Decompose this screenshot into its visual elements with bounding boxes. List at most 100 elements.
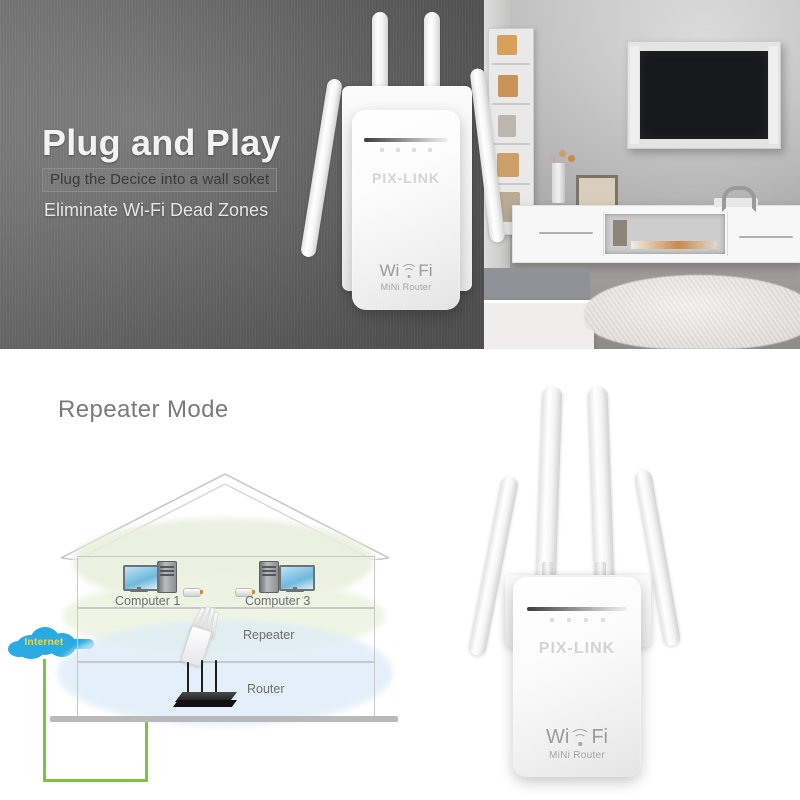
console-open-shelf bbox=[605, 214, 725, 254]
wifi-signal-icon bbox=[570, 729, 591, 747]
shelf-decor-item bbox=[498, 115, 516, 137]
signal-area-ground bbox=[57, 620, 393, 726]
wifi-text-right: Fi bbox=[418, 261, 433, 280]
led-indicators bbox=[543, 618, 611, 622]
pc-monitor-stand bbox=[286, 590, 304, 592]
pc-monitor-stand bbox=[130, 590, 148, 592]
led-dot bbox=[566, 618, 571, 622]
subtitle-box: Plug the Decice into a wall soket bbox=[42, 168, 278, 192]
device-body: PIX-LINK Wi Fi MiNi Router bbox=[513, 577, 641, 777]
pc-monitor-neck bbox=[137, 587, 141, 590]
ground-base-line bbox=[50, 716, 398, 722]
brand-label: PIX-LINK bbox=[372, 170, 440, 186]
router-top-shell bbox=[175, 692, 237, 702]
led-slot bbox=[527, 607, 627, 611]
wifi-logo-row: Wi Fi bbox=[352, 262, 460, 279]
pc-tower bbox=[157, 561, 177, 593]
middle-floor bbox=[77, 607, 375, 663]
subtitle-text: Plug the Decice into a wall soket bbox=[50, 171, 270, 188]
router-antenna bbox=[187, 662, 189, 694]
attic-floor bbox=[77, 556, 375, 609]
led-dot bbox=[583, 618, 588, 622]
shelf-decor-item bbox=[498, 75, 518, 97]
router-base bbox=[173, 700, 237, 707]
tv-frame-right bbox=[769, 46, 778, 144]
wifi-repeater-device-top: PIX-LINK Wi Fi MiNi Router bbox=[300, 10, 510, 330]
device-body: PIX-LINK Wi Fi MiNi Router bbox=[352, 110, 460, 310]
pc-monitor bbox=[123, 565, 159, 591]
ethernet-cable-riser bbox=[145, 721, 148, 782]
wifi-signal-icon bbox=[400, 264, 418, 279]
bottom-panel: Repeater Mode Internet bbox=[0, 349, 800, 800]
router-antenna bbox=[201, 660, 203, 694]
coffee-table bbox=[484, 300, 594, 349]
usb-adapter-left bbox=[183, 588, 203, 597]
antenna-base-right bbox=[595, 562, 606, 578]
led-dot bbox=[600, 618, 605, 622]
model-label: MiNi Router bbox=[548, 750, 606, 761]
led-dot bbox=[412, 148, 416, 152]
brand-label: PIX-LINK bbox=[538, 640, 616, 657]
shag-rug bbox=[584, 275, 800, 349]
antenna-outer-left bbox=[300, 77, 343, 259]
flower-vase bbox=[552, 163, 565, 203]
computer-1-label: Computer 1 bbox=[115, 594, 181, 608]
wifi-repeater-device-bottom: PIX-LINK Wi Fi MiNi Router bbox=[465, 377, 695, 777]
flower bbox=[559, 150, 566, 157]
pc-screen bbox=[281, 567, 313, 589]
console-drawer-divider bbox=[727, 212, 728, 256]
router-device-icon bbox=[173, 660, 253, 710]
wifi-logo: Wi Fi MiNi Router bbox=[513, 727, 641, 761]
computer-3 bbox=[251, 560, 315, 593]
living-room-photo bbox=[484, 0, 800, 349]
wall-mounted-tv bbox=[627, 41, 781, 149]
tv-console bbox=[512, 205, 800, 263]
shelf-decor-item bbox=[497, 153, 519, 177]
house-diagram: Computer 1 Computer 3 bbox=[50, 470, 398, 730]
router-antenna bbox=[215, 660, 217, 694]
computer-3-label: Computer 3 bbox=[245, 594, 311, 608]
usb-adapter-right bbox=[235, 588, 255, 597]
wifi-logo-row: Wi Fi bbox=[513, 727, 641, 747]
page-title: Plug and Play bbox=[42, 122, 281, 163]
pc-monitor-neck bbox=[293, 587, 297, 590]
headphones bbox=[722, 186, 756, 212]
pc-tower bbox=[259, 561, 279, 593]
console-magazines bbox=[631, 241, 717, 249]
led-slot bbox=[364, 138, 448, 142]
led-dot bbox=[428, 148, 432, 152]
tv-screen bbox=[640, 51, 768, 139]
console-books bbox=[613, 220, 627, 246]
flower bbox=[568, 155, 575, 162]
wifi-text-left: Wi bbox=[546, 726, 570, 748]
console-drawer-divider bbox=[603, 212, 604, 256]
led-dot bbox=[380, 148, 384, 152]
tagline-text: Eliminate Wi-Fi Dead Zones bbox=[44, 200, 269, 220]
antenna-inner-right bbox=[587, 386, 615, 588]
wifi-logo: Wi Fi MiNi Router bbox=[352, 262, 460, 292]
led-dot bbox=[396, 148, 400, 152]
ethernet-cable-vertical bbox=[43, 659, 46, 782]
pc-monitor bbox=[279, 565, 315, 591]
wifi-dot bbox=[407, 275, 411, 278]
internet-label: Internet bbox=[24, 637, 64, 648]
computer-1 bbox=[121, 560, 185, 593]
antenna-inner-left bbox=[535, 386, 563, 588]
wifi-text-right: Fi bbox=[591, 726, 608, 748]
sofa bbox=[484, 268, 590, 304]
led-indicators bbox=[374, 148, 438, 152]
antenna-base-left bbox=[542, 562, 553, 578]
pc-screen bbox=[125, 567, 157, 589]
wifi-dot bbox=[578, 742, 583, 746]
antenna-outer-right bbox=[469, 67, 506, 244]
router-label: Router bbox=[247, 682, 285, 696]
wifi-text-left: Wi bbox=[379, 261, 400, 280]
led-dot bbox=[549, 618, 554, 622]
shelf-decor-item bbox=[497, 35, 517, 55]
console-handle bbox=[539, 232, 593, 234]
tv-frame-left bbox=[630, 46, 639, 144]
console-tray bbox=[714, 198, 758, 207]
repeater-label: Repeater bbox=[243, 628, 295, 642]
flower bbox=[549, 155, 556, 162]
